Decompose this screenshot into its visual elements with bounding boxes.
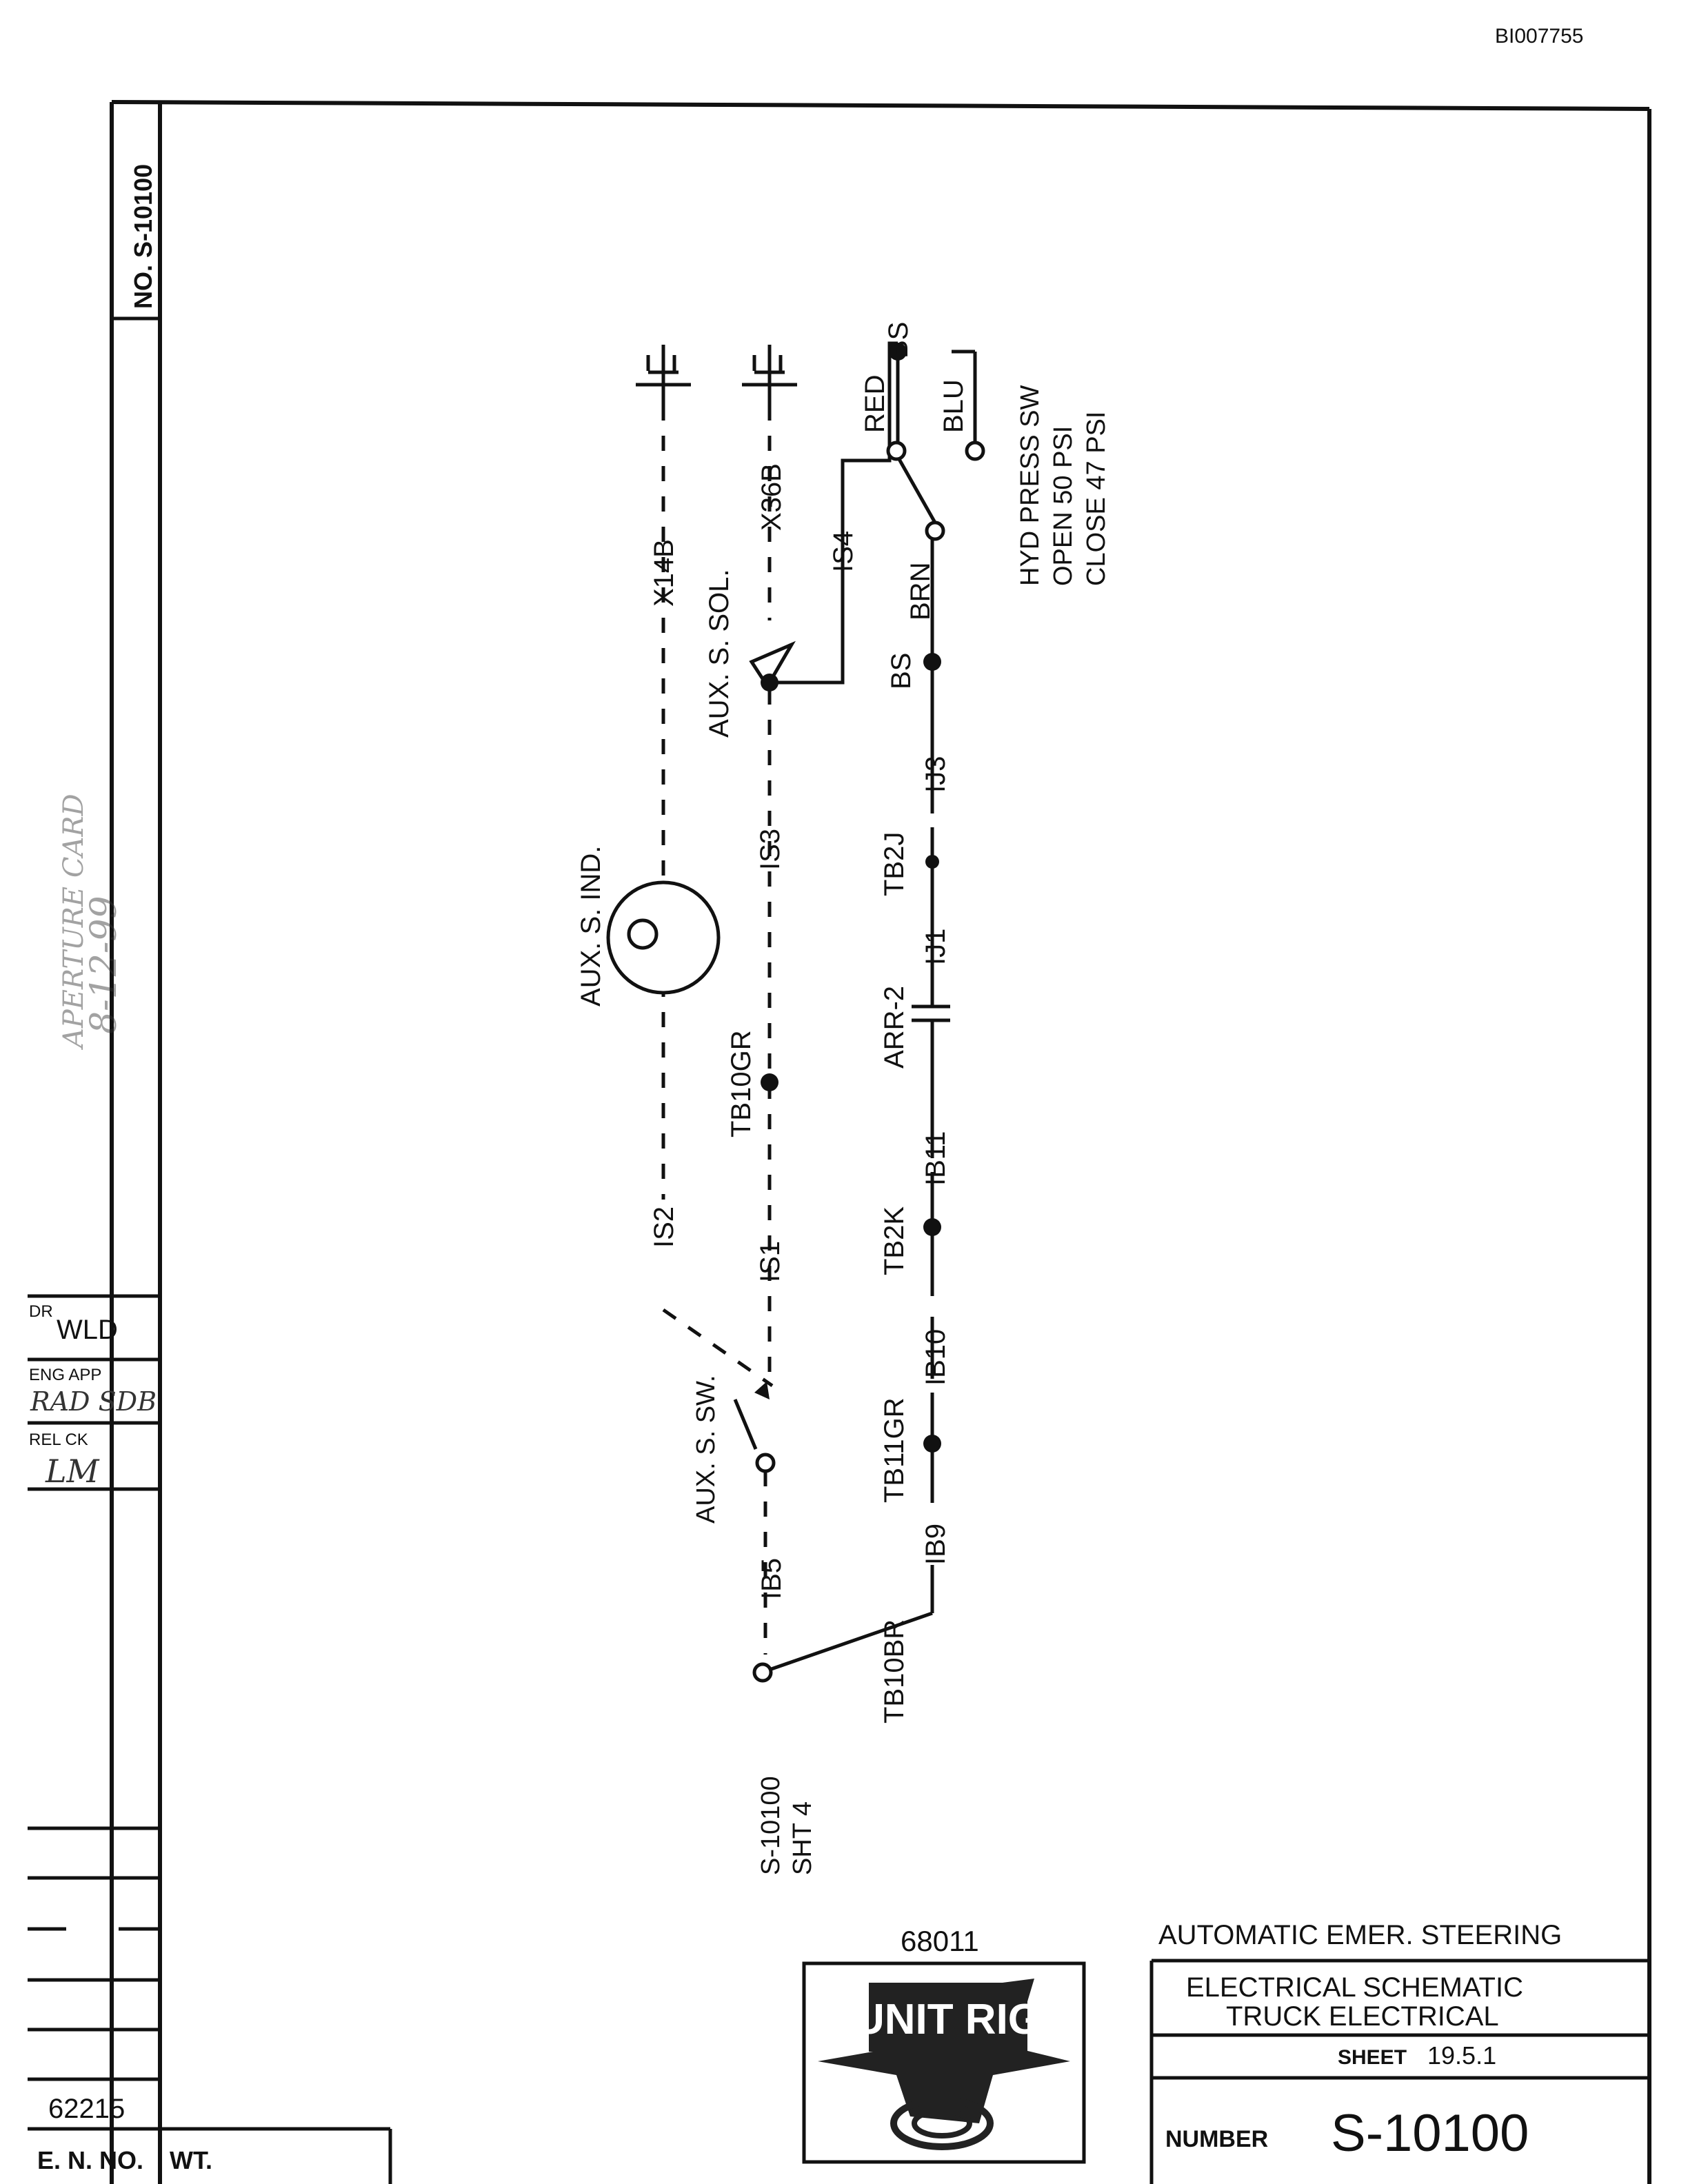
label-tb2j: TB2J (879, 832, 910, 896)
junction-dot-bs-top (889, 343, 907, 361)
svg-text:APERTURE CARD: APERTURE CARD (58, 793, 90, 1051)
drawing-frame (110, 100, 1651, 2184)
indicator-lamp-icon (606, 880, 721, 995)
junction-dot-tb10gr (761, 1073, 778, 1091)
label-bs-top: BS (883, 322, 914, 358)
label-red: RED (860, 375, 890, 433)
label-blu: BLU (938, 379, 969, 433)
label-ref-1: S-10100 (756, 1776, 785, 1875)
label-hyd-3: CLOSE 47 PSI (1082, 412, 1111, 586)
label-ib5: IB5 (756, 1558, 787, 1599)
circuit-main: BS BRN IJ3 TB2J IJ1 ARR-2 IB11 TB2K IB10… (752, 322, 1111, 1875)
svg-text:8-12-99: 8-12-99 (83, 896, 125, 1034)
circuit-aux-solenoid: X36B AUX. S. SOL. IS3 TB10GR IS1 IB5 IS4 (704, 341, 898, 1655)
label-x14b: X14B (649, 539, 679, 607)
junction-dot-bs (923, 653, 941, 671)
label-aux-s-ind: AUX. S. IND. (576, 846, 606, 1007)
description-line-1: ELECTRICAL SCHEMATIC (1186, 1972, 1523, 2003)
label-hyd-1: HYD PRESS SW (1016, 385, 1045, 586)
label-is4: IS4 (828, 531, 858, 572)
label-is2: IS2 (649, 1206, 679, 1248)
number-label: NUMBER (1165, 2126, 1268, 2152)
label-bs-bottom: BS (886, 653, 916, 689)
label-ij3: IJ3 (921, 756, 951, 793)
label-aux-s-sw: AUX. S. SW. (692, 1375, 721, 1524)
label-x36b: X36B (756, 463, 787, 531)
eng-app-signature: RAD SDB (30, 1386, 157, 1417)
sheet-label: SHEET (1338, 2046, 1407, 2069)
eng-app-label: ENG APP (29, 1366, 101, 1384)
dr-label: DR (29, 1302, 53, 1321)
label-ij1: IJ1 (921, 929, 951, 965)
label-aux-s-sol: AUX. S. SOL. (704, 569, 734, 738)
label-is1: IS1 (755, 1241, 785, 1282)
label-is3: IS3 (755, 829, 785, 870)
label-ib11: IB11 (921, 1131, 951, 1186)
label-tb10gr: TB10GR (726, 1030, 756, 1138)
aperture-stamp: APERTURE CARD 8-12-99 (58, 793, 125, 1051)
drawing-number-top: NO. S-10100 (129, 164, 157, 309)
schematic: X14B AUX. S. IND. IS2 AUX. S. SW. X36B A… (576, 322, 1111, 1875)
logo-text: UNIT RIG (854, 1996, 1041, 2043)
label-arr2: ARR-2 (879, 986, 910, 1069)
dr-value: WLD (57, 1315, 118, 1345)
logo-number: 68011 (901, 1925, 979, 1957)
e-n-no-label: E. N. NO. (37, 2146, 143, 2174)
rel-ck-signature: LM (45, 1453, 101, 1490)
title-block: 68011 UNIT RIG AUTOMATIC EMER. STEERING … (802, 1920, 1649, 2184)
label-tb11gr: TB11GR (879, 1397, 910, 1503)
e-n-no-value: 62215 (48, 2094, 125, 2124)
label-ref-2: SHT 4 (788, 1801, 817, 1875)
wt-label: WT. (170, 2146, 212, 2174)
number-value: S-10100 (1331, 2104, 1529, 2163)
label-tb2k: TB2K (879, 1206, 910, 1275)
label-ib9: IB9 (921, 1524, 951, 1565)
document-id: BI007755 (1495, 25, 1583, 48)
switch-arrow-icon (754, 1382, 770, 1399)
approvals-block: DR WLD ENG APP RAD SDB REL CK LM (28, 1294, 160, 1491)
label-hyd-2: OPEN 50 PSI (1049, 426, 1078, 586)
title-line: AUTOMATIC EMER. STEERING (1158, 1920, 1562, 1950)
revision-block: 62215 E. N. NO. WT. (28, 1826, 392, 2184)
label-ib10: IB10 (921, 1329, 951, 1386)
unit-rig-logo: UNIT RIG (818, 1979, 1070, 2150)
number-box-top: NO. S-10100 (112, 164, 160, 321)
label-brn: BRN (905, 563, 936, 620)
rel-ck-label: REL CK (29, 1430, 88, 1449)
sheet-value: 19.5.1 (1427, 2041, 1496, 2070)
label-tb10br: TB10BR (879, 1619, 910, 1723)
description-line-2: TRUCK ELECTRICAL (1226, 2001, 1499, 2032)
circuit-aux-indicator: X14B AUX. S. IND. IS2 AUX. S. SW. (576, 345, 774, 1524)
